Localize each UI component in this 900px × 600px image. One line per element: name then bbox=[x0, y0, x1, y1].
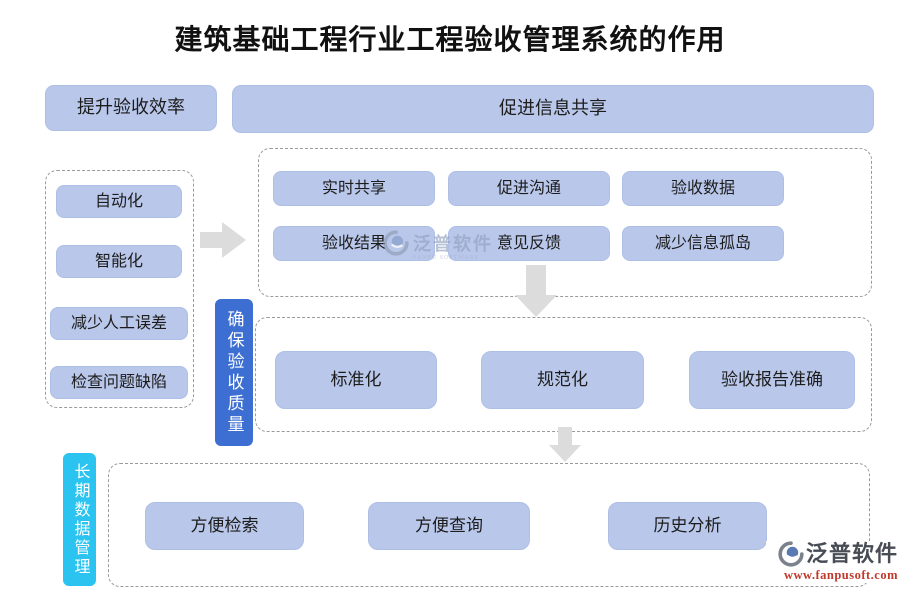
node-reduce-info-silos: 减少信息孤岛 bbox=[622, 226, 784, 261]
node-history-analysis: 历史分析 bbox=[608, 502, 767, 550]
node-feedback: 意见反馈 bbox=[448, 226, 610, 261]
node-realtime-sharing: 实时共享 bbox=[273, 171, 435, 206]
node-acceptance-results: 验收结果 bbox=[273, 226, 435, 261]
brand-website: www.fanpusoft.com bbox=[783, 568, 898, 582]
sharing-group-box bbox=[258, 148, 872, 297]
node-acceptance-data: 验收数据 bbox=[622, 171, 784, 206]
fanpu-swirl-icon bbox=[778, 541, 804, 567]
right-arrow-icon bbox=[200, 222, 246, 258]
node-promote-communication: 促进沟通 bbox=[448, 171, 610, 206]
node-accurate-reports: 验收报告准确 bbox=[689, 351, 855, 409]
efficiency-header-node: 提升验收效率 bbox=[45, 85, 217, 131]
node-check-defects: 检查问题缺陷 bbox=[50, 366, 188, 399]
node-intelligence: 智能化 bbox=[56, 245, 182, 278]
node-easy-query: 方便查询 bbox=[368, 502, 530, 550]
down-arrow-icon bbox=[515, 265, 557, 317]
brand-logo: 泛普软件 www.fanpusoft.com bbox=[766, 541, 898, 583]
brand-name: 泛普软件 bbox=[805, 540, 898, 566]
sharing-header-node: 促进信息共享 bbox=[232, 85, 874, 133]
node-automation: 自动化 bbox=[56, 185, 182, 218]
quality-section-label: 确保验收质量 bbox=[215, 299, 253, 446]
data-management-group-box bbox=[108, 463, 870, 587]
node-reduce-manual-error: 减少人工误差 bbox=[50, 307, 188, 340]
down-arrow-icon bbox=[549, 427, 581, 462]
data-management-section-label: 长期数据管理 bbox=[63, 453, 96, 586]
node-easy-retrieval: 方便检索 bbox=[145, 502, 304, 550]
node-normalization: 规范化 bbox=[481, 351, 644, 409]
efficiency-group-box bbox=[45, 170, 194, 408]
page-title: 建筑基础工程行业工程验收管理系统的作用 bbox=[174, 25, 726, 56]
node-standardization: 标准化 bbox=[275, 351, 437, 409]
